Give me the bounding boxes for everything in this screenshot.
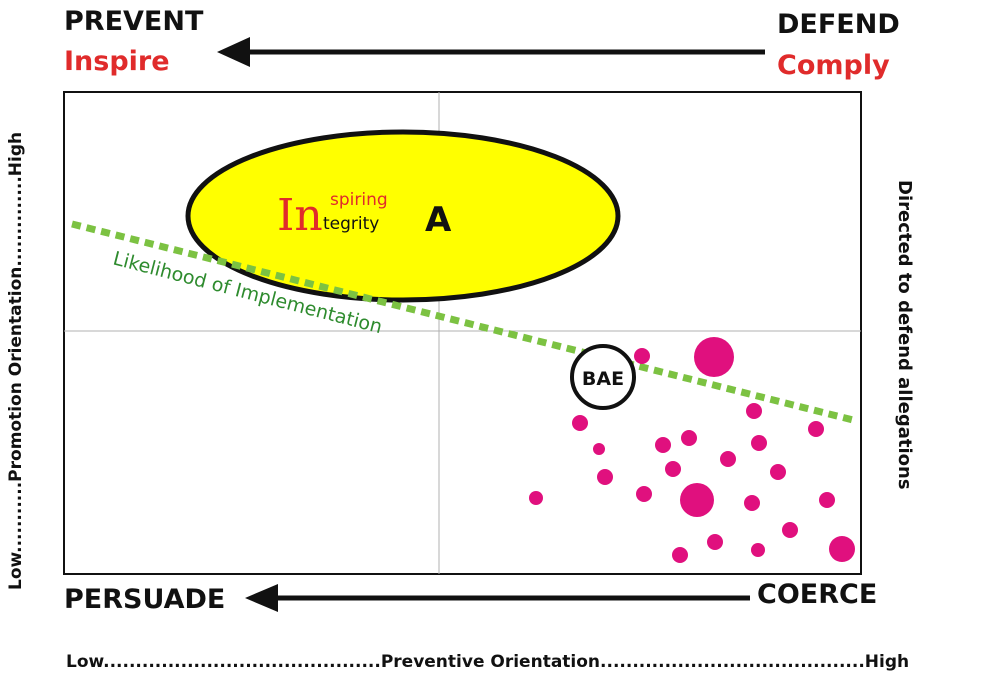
dot xyxy=(746,403,762,419)
dot xyxy=(665,461,681,477)
top-arrow-head xyxy=(217,37,250,67)
dot xyxy=(572,415,588,431)
dot xyxy=(782,522,798,538)
dot xyxy=(593,443,605,455)
persuade-title: PERSUADE xyxy=(64,584,226,615)
bottom-arrow-head xyxy=(245,584,278,612)
dot-cluster xyxy=(529,337,855,563)
dot xyxy=(819,492,835,508)
dot xyxy=(720,451,736,467)
dot xyxy=(829,536,855,562)
coerce-title: COERCE xyxy=(757,579,878,610)
dot xyxy=(808,421,824,437)
dot xyxy=(655,437,671,453)
comply-subtitle: Comply xyxy=(777,50,890,81)
dot xyxy=(597,469,613,485)
dot xyxy=(681,430,697,446)
dot xyxy=(707,534,723,550)
dot xyxy=(529,491,543,505)
integrity-ellipse xyxy=(185,129,621,303)
dot xyxy=(672,547,688,563)
integrity-logo-bottom: tegrity xyxy=(323,214,379,234)
inspire-subtitle: Inspire xyxy=(64,46,170,77)
dot xyxy=(770,464,786,480)
dot xyxy=(694,337,734,377)
dot xyxy=(751,543,765,557)
letter-a: A xyxy=(425,200,452,240)
integrity-logo-big: In xyxy=(277,190,323,241)
dot xyxy=(680,483,714,517)
integrity-logo-top: spiring xyxy=(330,190,388,210)
defend-title: DEFEND xyxy=(777,9,900,40)
bae-label: BAE xyxy=(582,368,624,390)
x-axis-label: Low.....................................… xyxy=(66,652,910,672)
dot xyxy=(751,435,767,451)
prevent-title: PREVENT xyxy=(64,6,204,37)
dot xyxy=(744,495,760,511)
bae-circle xyxy=(570,344,636,410)
dot xyxy=(636,486,652,502)
dot xyxy=(634,348,650,364)
